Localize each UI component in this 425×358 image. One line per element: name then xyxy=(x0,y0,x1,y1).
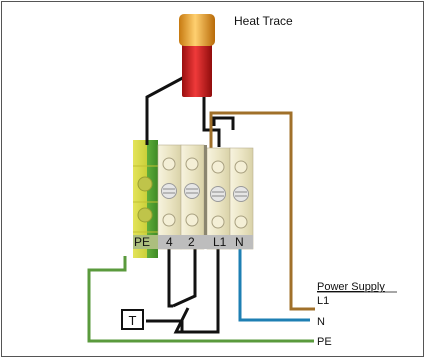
heat-trace-jacket xyxy=(182,44,212,97)
blue-wire-n xyxy=(238,248,310,322)
terminal-bottom-holes xyxy=(162,213,248,229)
supply-label-l1: L1 xyxy=(317,295,329,307)
terminal-label-2: 2 xyxy=(188,235,195,249)
thermostat-box xyxy=(121,309,144,330)
heat-trace-lead-loop xyxy=(212,116,235,130)
heat-trace-lead-left xyxy=(145,72,191,145)
heat-trace-label: Heat Trace xyxy=(234,14,293,28)
terminal-top-holes xyxy=(162,157,248,174)
terminal-screws xyxy=(161,183,249,202)
pe-terminal-screws xyxy=(137,176,153,223)
power-supply-label: Power Supply xyxy=(317,281,385,293)
thermostat-wiring xyxy=(146,248,220,334)
brown-wire-l1 xyxy=(209,111,315,311)
green-wire-pe xyxy=(87,256,314,343)
terminal-label-l1: L1 xyxy=(213,235,227,249)
heat-trace-end-cap xyxy=(179,14,215,46)
pe-terminal-ribs xyxy=(133,165,158,233)
terminal-block xyxy=(133,140,254,258)
terminal-label-strip xyxy=(133,235,253,249)
supply-label-n: N xyxy=(317,316,325,328)
terminal-label-4: 4 xyxy=(166,235,173,249)
thermostat-label: T xyxy=(129,313,137,328)
heat-trace-cable xyxy=(145,14,235,147)
terminal-label-n: N xyxy=(235,235,244,249)
terminal-label-pe: PE xyxy=(134,235,150,249)
supply-label-pe: PE xyxy=(317,336,332,348)
